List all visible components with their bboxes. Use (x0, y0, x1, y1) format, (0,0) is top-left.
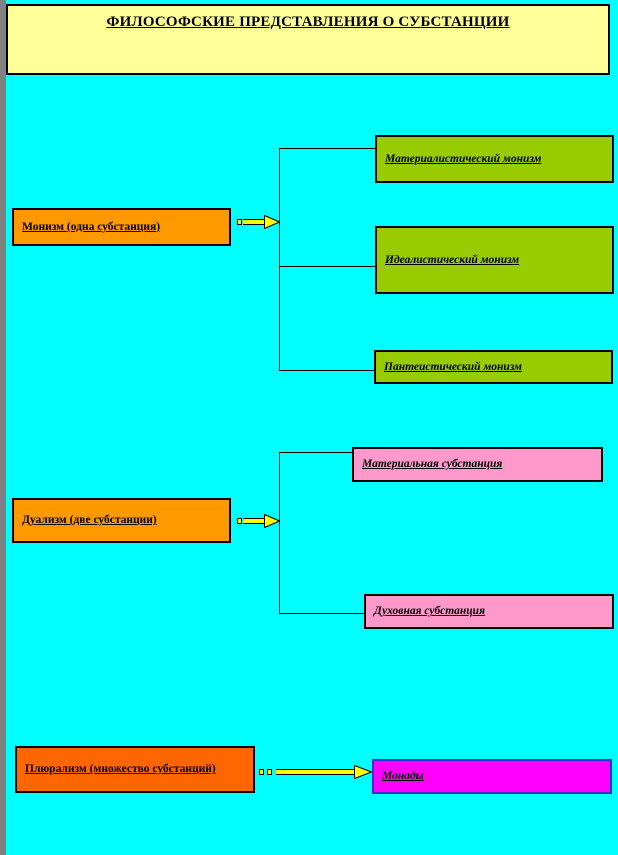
bracket-h-monism-2 (279, 266, 376, 267)
arrow-pluralism (276, 765, 372, 779)
page-title: ФИЛОСОФСКИЕ ПРЕДСТАВЛЕНИЯ О СУБСТАНЦИИ (106, 14, 510, 30)
arrow-dualism (243, 514, 280, 528)
title-banner: ФИЛОСОФСКИЕ ПРЕДСТАВЛЕНИЯ О СУБСТАНЦИИ (6, 4, 610, 75)
connector-handle-pluralism-2 (267, 769, 272, 775)
arrow-monism (243, 215, 280, 229)
node-pantheist-monism-label: Пантеистический монизм (384, 360, 522, 373)
right-arrow-icon (264, 215, 280, 229)
node-monads[interactable]: Монады (372, 759, 612, 794)
node-spiritual-substance-label: Духовная субстанция (374, 605, 485, 618)
node-spiritual-substance[interactable]: Духовная субстанция (364, 594, 614, 629)
node-materialist-monism[interactable]: Материалистический монизм (375, 135, 614, 183)
arrow-shaft (276, 769, 356, 775)
bracket-v-monism (279, 148, 280, 371)
node-monism-label: Монизм (одна субстанция) (22, 220, 161, 233)
arrow-shaft (243, 219, 265, 225)
node-idealist-monism[interactable]: Идеалистический монизм (375, 226, 614, 294)
right-arrow-icon (354, 765, 372, 779)
bracket-h-dualism-1 (279, 452, 353, 453)
right-arrow-icon (264, 514, 280, 528)
bracket-h-dualism-2 (279, 613, 364, 614)
bracket-v-dualism (279, 452, 280, 613)
node-pluralism-label: Плюрализм (множество субстанций) (25, 763, 216, 776)
connector-handle-monism (237, 219, 242, 225)
node-material-substance[interactable]: Материальная субстанция (352, 447, 603, 482)
bracket-h-monism-1 (279, 148, 376, 149)
slide-background (6, 0, 618, 855)
node-material-substance-label: Материальная субстанция (362, 458, 503, 471)
connector-handle-dualism (237, 518, 242, 524)
node-dualism[interactable]: Дуализм (две субстанции) (12, 498, 231, 543)
node-monads-label: Монады (382, 770, 424, 783)
bracket-h-monism-3 (279, 370, 376, 371)
arrow-shaft (243, 518, 265, 524)
node-idealist-monism-label: Идеалистический монизм (385, 253, 520, 266)
node-pluralism[interactable]: Плюрализм (множество субстанций) (15, 746, 255, 793)
node-dualism-label: Дуализм (две субстанции) (22, 514, 157, 527)
node-pantheist-monism[interactable]: Пантеистический монизм (374, 350, 613, 384)
node-materialist-monism-label: Материалистический монизм (385, 152, 542, 165)
connector-handle-pluralism-1 (259, 769, 264, 775)
node-monism[interactable]: Монизм (одна субстанция) (12, 208, 231, 246)
